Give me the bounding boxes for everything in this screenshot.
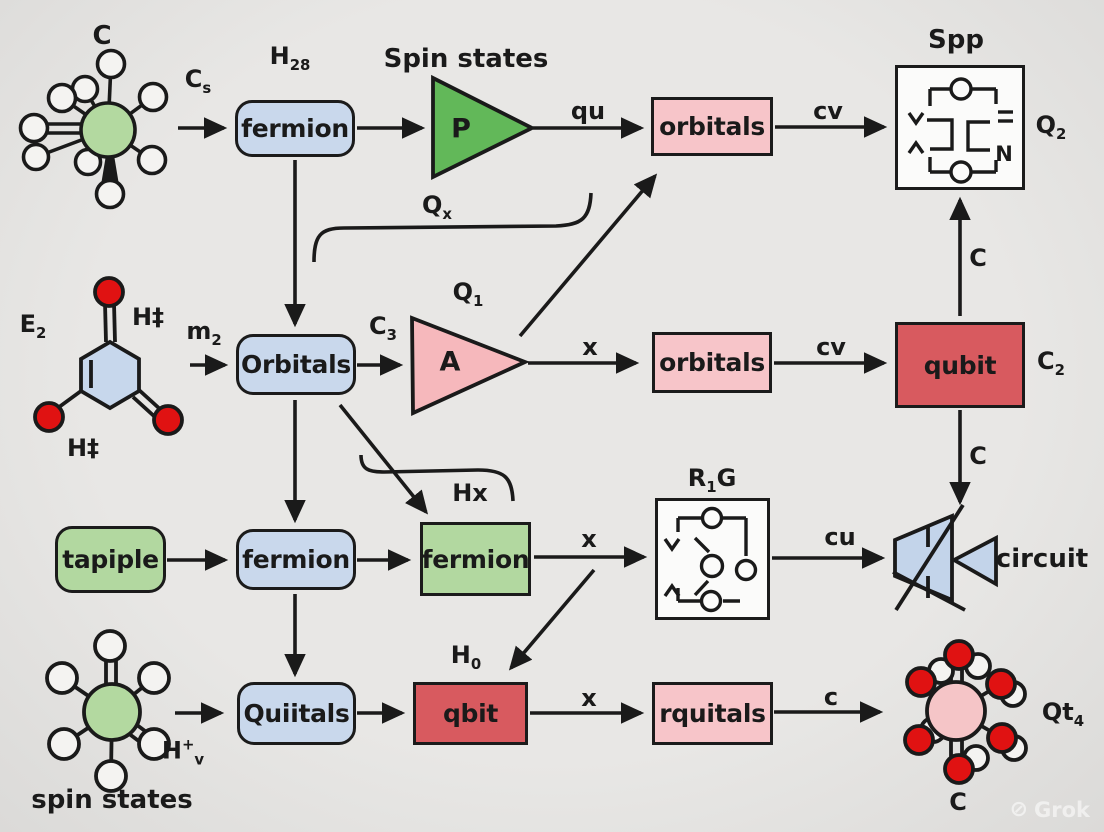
watermark-text: Grok [1034, 798, 1090, 822]
label-x-row3: x [581, 525, 597, 553]
arrow-diagonal-to-orbitals1 [518, 173, 658, 338]
label-q2: Q2 [1035, 111, 1067, 143]
label-h-dagger-bottom: H‡ [66, 434, 100, 462]
label-cv2: cv [816, 333, 846, 361]
node-quiitals[interactable]: Quiitals [237, 682, 356, 745]
label-h-dagger-top: H‡ [131, 303, 165, 331]
label-spin-states-bottom: spin states [31, 785, 193, 815]
node-rquitals[interactable]: rquitals [652, 682, 773, 745]
node-fermion-3b[interactable]: fermion [420, 522, 531, 596]
label-qu: qu [570, 97, 606, 125]
node-r1g-circuit-box[interactable] [655, 498, 770, 620]
label-m2: m2 [186, 317, 222, 349]
label-h28: H28 [269, 42, 311, 74]
node-orbitals-2-label: orbitals [659, 348, 765, 377]
label-q1: Q1 [452, 278, 484, 310]
label-x-row2: x [582, 333, 598, 361]
label-circuit: circuit [995, 544, 1089, 574]
node-orbitals-main[interactable]: Orbitals [236, 334, 356, 395]
node-quiitals-label: Quiitals [243, 699, 350, 728]
molecule-top-left [18, 48, 169, 210]
watermark-logo-icon: ⊘ [1009, 797, 1028, 822]
node-fermion-3b-label: fermion [421, 544, 530, 574]
label-spin-states-top: Spin states [383, 44, 549, 74]
label-triangle-a: A [439, 346, 461, 378]
node-orbitals-2[interactable]: orbitals [652, 332, 772, 393]
label-cu: cu [824, 523, 856, 551]
hx-squiggle [359, 454, 515, 502]
node-fermion-3-label: fermion [242, 545, 350, 574]
circuit-bowtie-symbol [892, 503, 998, 612]
label-c-top: C [92, 21, 112, 51]
arrow-diag-to-qbit [508, 568, 596, 671]
label-hv: H+v [161, 735, 205, 769]
amplitude-triangle [410, 315, 530, 416]
node-qbit-label: qbit [442, 699, 499, 728]
node-orbitals-1-label: orbitals [659, 112, 765, 141]
node-orbitals-1[interactable]: orbitals [651, 97, 773, 156]
label-c3: C3 [369, 312, 397, 344]
arrow-orbitals-diag [338, 403, 429, 515]
node-spp-circuit-box[interactable] [895, 65, 1025, 190]
label-qt4: Qt4 [1041, 698, 1085, 730]
node-fermion-1[interactable]: fermion [235, 100, 355, 157]
label-spp-n: N [995, 142, 1013, 166]
label-c-up: C [969, 244, 987, 272]
label-hx: Hx [452, 479, 488, 507]
molecule-bottom-right [903, 639, 1028, 785]
label-c-down: C [969, 442, 987, 470]
label-qx: Qx [421, 191, 453, 223]
node-tapiple-label: tapiple [62, 545, 159, 574]
molecule-mid-left [33, 276, 184, 436]
node-orbitals-main-label: Orbitals [241, 350, 351, 379]
node-qubit[interactable]: qubit [895, 322, 1025, 408]
label-x-row4: x [581, 684, 597, 712]
qx-squiggle [312, 192, 593, 263]
node-rquitals-label: rquitals [659, 699, 766, 728]
node-fermion-1-label: fermion [241, 114, 349, 143]
label-e2: E2 [19, 310, 47, 342]
label-c2: C2 [1037, 347, 1065, 379]
node-tapiple[interactable]: tapiple [55, 526, 166, 593]
label-spp: Spp [928, 25, 984, 55]
node-qbit[interactable]: qbit [413, 682, 528, 745]
watermark: ⊘ Grok [1010, 798, 1090, 822]
label-cs: Cs [184, 65, 212, 97]
spin-states-triangle [431, 74, 537, 181]
label-cv1: cv [813, 97, 843, 125]
arrows [167, 116, 971, 724]
label-h0: H0 [450, 641, 482, 673]
label-c-bottom: C [949, 788, 967, 816]
label-c-row4: c [823, 683, 839, 711]
node-fermion-3[interactable]: fermion [236, 529, 356, 590]
label-triangle-p: P [451, 113, 471, 145]
node-qubit-label: qubit [923, 350, 997, 380]
molecule-bottom-left [45, 629, 171, 793]
label-r1g: R1G [687, 464, 737, 496]
